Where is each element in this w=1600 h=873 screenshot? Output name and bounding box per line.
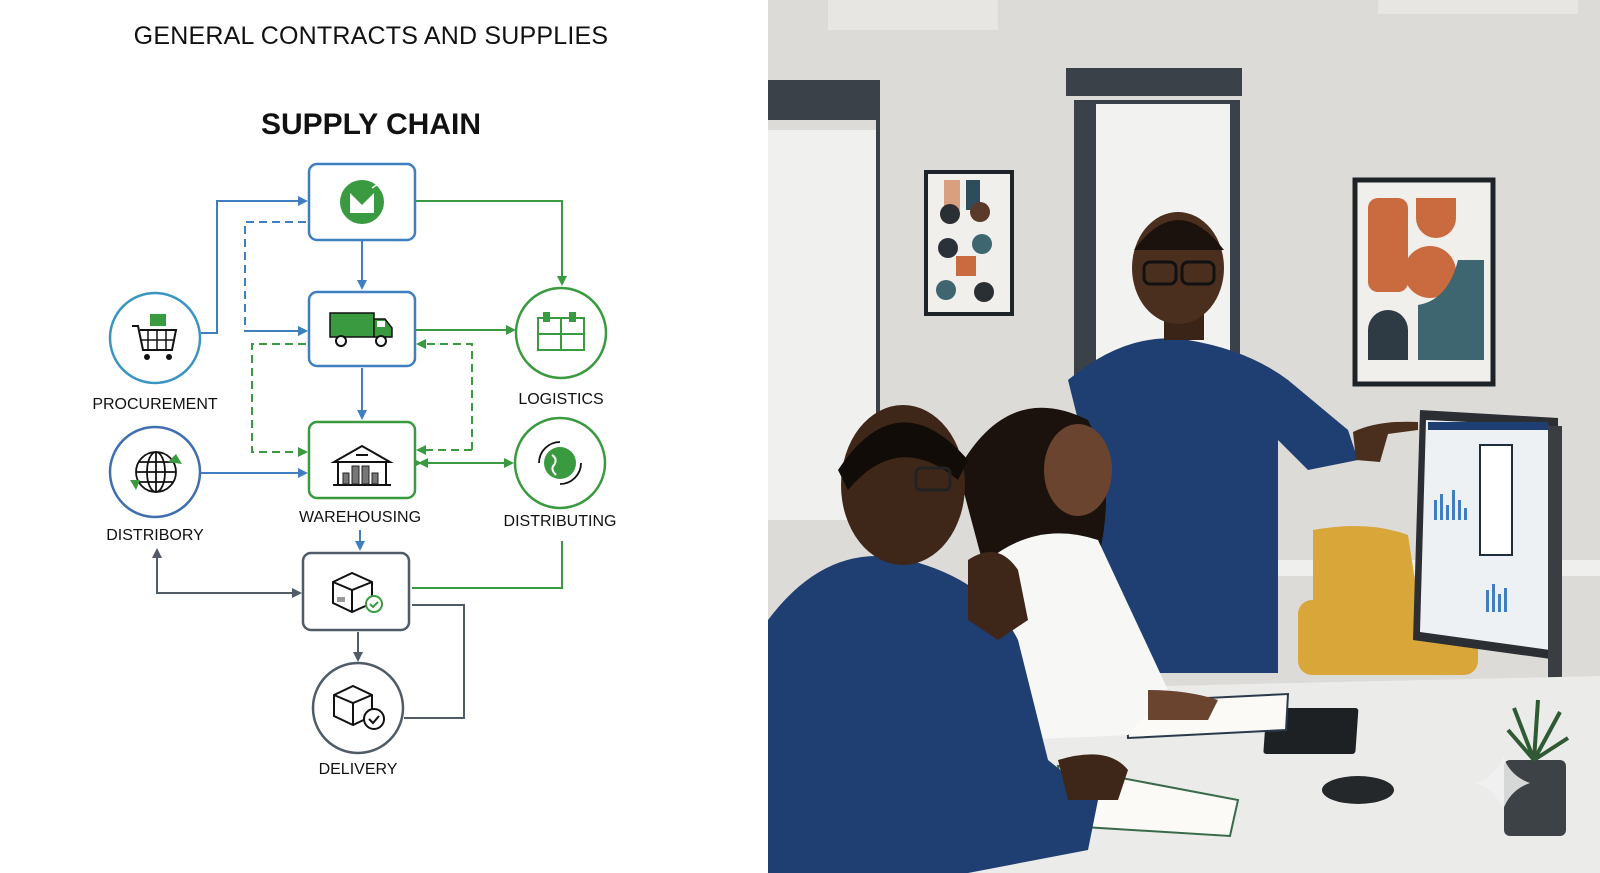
distribory-node[interactable] xyxy=(108,425,202,519)
sparkle-watermark-icon xyxy=(1476,756,1530,810)
source-node[interactable] xyxy=(307,162,417,242)
warehouse-icon xyxy=(330,444,394,486)
distribory-label: DISTRIBORY xyxy=(106,527,204,544)
storage-boxes-icon xyxy=(537,312,585,351)
wall-art-right xyxy=(1352,177,1496,387)
package-verified-icon xyxy=(332,571,383,614)
logistics-node[interactable] xyxy=(514,286,608,380)
procurement-node[interactable] xyxy=(108,291,202,385)
distributing-label: DISTRIBUTING xyxy=(503,513,617,530)
connector-dashed-source-transport xyxy=(244,221,308,336)
warehousing-label: WAREHOUSING xyxy=(298,509,422,526)
office-photo xyxy=(768,0,1600,873)
diagram-panel: GENERAL CONTRACTS AND SUPPLIES SUPPLY CH… xyxy=(0,0,768,873)
globe-arrows-icon xyxy=(135,451,177,493)
diagram-title: SUPPLY CHAIN xyxy=(260,108,482,141)
envelope-badge-icon xyxy=(340,180,384,224)
logistics-label: LOGISTICS xyxy=(518,391,604,408)
truck-icon xyxy=(329,312,393,347)
connector-source-logistics xyxy=(416,200,567,286)
distributing-node[interactable] xyxy=(513,416,607,510)
connector-procurement-source xyxy=(201,196,308,334)
fulfillment-node[interactable] xyxy=(301,551,411,632)
transport-node[interactable] xyxy=(307,290,417,368)
wall-art-left xyxy=(924,170,1014,316)
package-check-icon xyxy=(333,684,385,730)
delivery-node[interactable] xyxy=(311,661,405,755)
company-name: GENERAL CONTRACTS AND SUPPLIES xyxy=(133,22,609,50)
warehousing-node[interactable] xyxy=(307,420,417,500)
seated-man xyxy=(768,405,1128,873)
supply-chain-diagram xyxy=(108,162,608,755)
standing-man xyxy=(1068,212,1418,673)
delivery-label: DELIVERY xyxy=(318,761,398,778)
office-scene-illustration xyxy=(768,0,1600,873)
shopping-cart-icon xyxy=(132,314,178,360)
earth-cycle-icon xyxy=(538,441,582,485)
procurement-label: PROCUREMENT xyxy=(92,396,218,413)
